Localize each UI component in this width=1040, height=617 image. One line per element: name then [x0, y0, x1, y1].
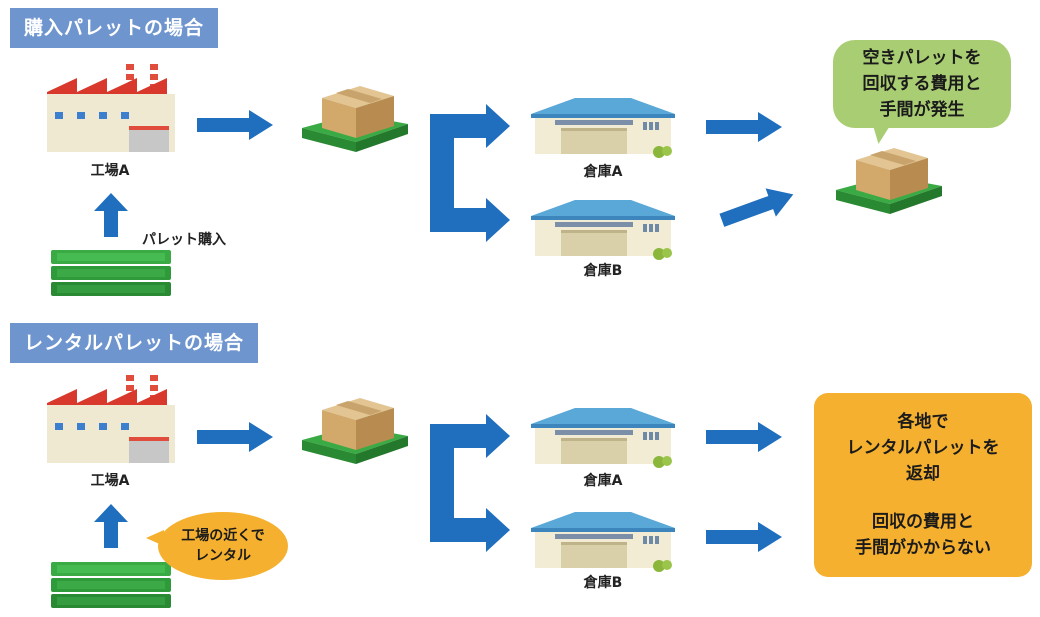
rental-bubble: 工場の近くで レンタル [158, 512, 288, 580]
warehouse-icon [531, 512, 675, 572]
box-line: 手間がかからない [855, 538, 991, 558]
section-header-purchase: 購入パレットの場合 [10, 8, 219, 48]
bubble-line: 手間が発生 [879, 100, 965, 120]
pallet-box-icon [302, 398, 408, 464]
factory-icon [47, 64, 175, 152]
warehouse-a-label: 倉庫A [583, 473, 623, 489]
arrow-right-icon [706, 112, 782, 142]
section-header-rental: レンタルパレットの場合 [10, 323, 259, 363]
warehouse-b-label: 倉庫B [583, 263, 623, 279]
warehouse-b-label: 倉庫B [583, 575, 623, 591]
box-line: 返却 [906, 464, 940, 484]
box-line: レンタルパレットを [846, 438, 1000, 458]
pallet-stack-icon [51, 250, 171, 296]
bubble-line: 空きパレットを [862, 48, 982, 68]
branch-arrow-icon [430, 104, 510, 242]
factory-icon [47, 375, 175, 463]
bubble-line: 回収する費用と [862, 74, 982, 94]
factory-label: 工場A [90, 473, 130, 489]
warehouse-icon [531, 98, 675, 158]
pallet-box-icon [302, 86, 408, 152]
pallet-box-icon [836, 148, 942, 214]
purchase-label: パレット購入 [142, 232, 226, 248]
box-line: 各地で [897, 412, 949, 432]
arrow-right-icon [706, 422, 782, 452]
arrow-right-icon [716, 180, 799, 235]
bubble-line: 工場の近くで [181, 528, 265, 544]
arrow-right-icon [197, 110, 273, 140]
pallet-stack-icon [51, 562, 171, 608]
cost-bubble: 空きパレットを 回収する費用と 手間が発生 [833, 40, 1011, 128]
bubble-line: レンタル [195, 548, 251, 564]
warehouse-icon [531, 200, 675, 260]
warehouse-icon [531, 408, 675, 468]
warehouse-a-label: 倉庫A [583, 164, 623, 180]
branch-arrow-icon [430, 414, 510, 552]
arrow-right-icon [706, 522, 782, 552]
factory-label: 工場A [90, 163, 130, 179]
arrow-up-icon [94, 193, 128, 237]
box-line: 回収の費用と [872, 512, 974, 532]
arrow-right-icon [197, 422, 273, 452]
arrow-up-icon [94, 504, 128, 548]
return-info-box: 各地で レンタルパレットを 返却 回収の費用と 手間がかからない [814, 393, 1032, 577]
